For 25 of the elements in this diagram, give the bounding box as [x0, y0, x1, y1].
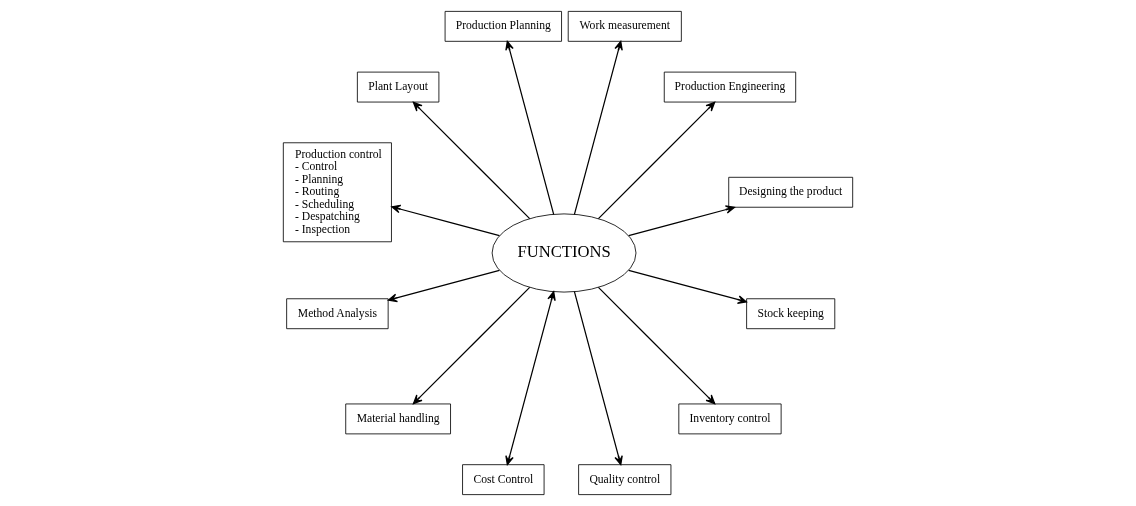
arrow [573, 40, 623, 215]
arrow [505, 40, 555, 215]
node-box: Production Planning [444, 10, 562, 42]
arrow [412, 101, 531, 220]
arrow [412, 286, 531, 405]
node-box: Cost Control [462, 464, 545, 496]
arrow [391, 204, 501, 237]
node-ellipse: FUNCTIONS [491, 213, 637, 293]
arrow [628, 205, 736, 237]
arrow [505, 291, 556, 466]
arrow [597, 101, 716, 220]
node-box: Inventory control [678, 403, 782, 435]
node-box: Production control - Control - Planning - Routing - Scheduling - Despatching - Inspection [282, 142, 392, 243]
arrow [597, 286, 716, 405]
arrow [628, 269, 748, 304]
node-box: Quality control [578, 464, 672, 496]
node-box: Production Engineering [663, 71, 797, 103]
node-box: Method Analysis [286, 298, 389, 330]
arrow [573, 291, 623, 466]
node-box: Designing the product [728, 176, 854, 208]
node-box: Material handling [345, 403, 451, 435]
node-box: Work measurement [567, 10, 682, 42]
node-box: Stock keeping [746, 298, 836, 330]
arrow [387, 269, 501, 303]
node-box: Plant Layout [356, 71, 440, 103]
